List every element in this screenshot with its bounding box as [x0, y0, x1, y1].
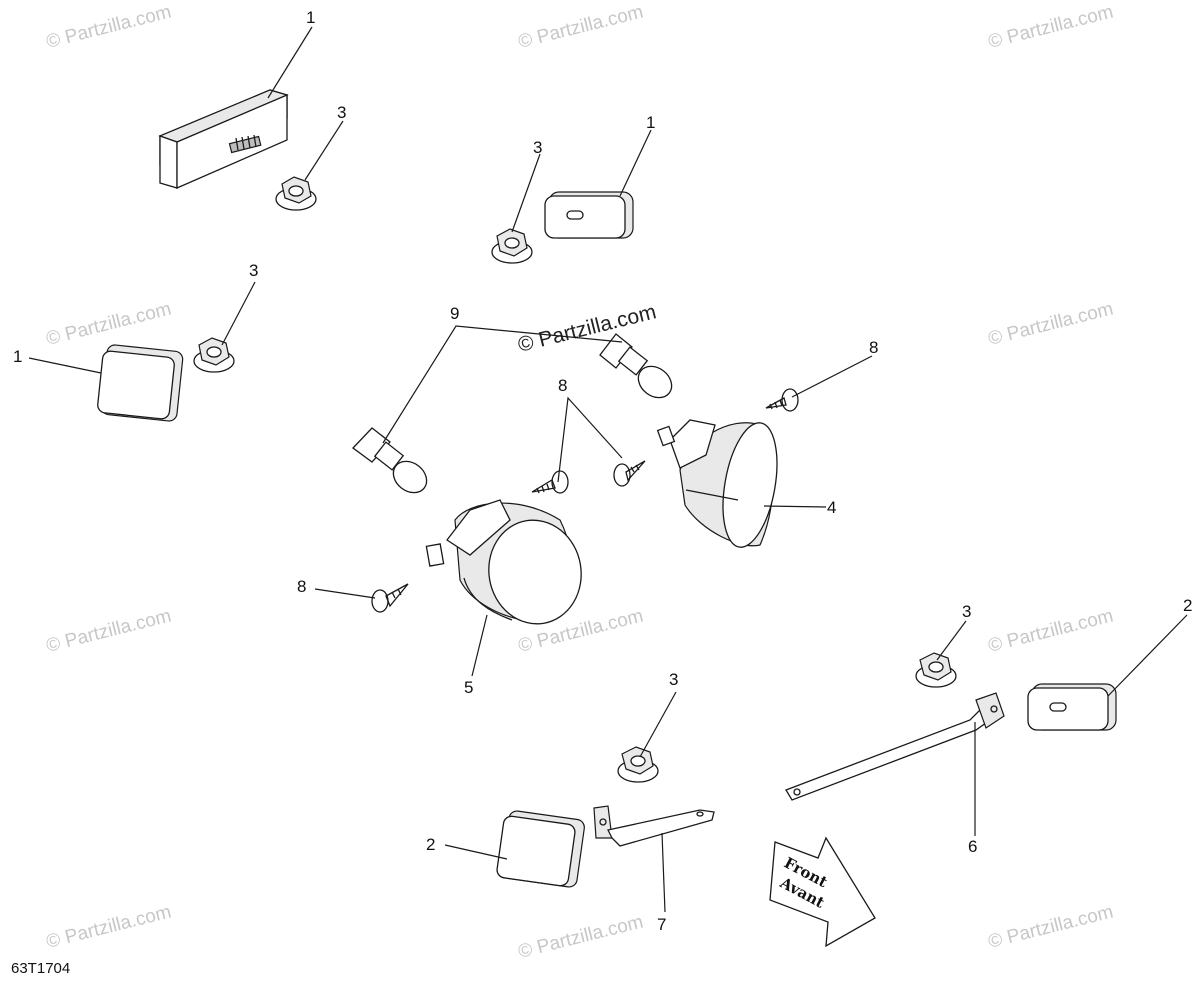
callout-3: 3	[669, 670, 678, 689]
bracket-6	[785, 692, 1005, 801]
flange-nut-5	[617, 746, 659, 783]
callout-9: 9	[450, 304, 459, 323]
callout-4: 4	[827, 498, 836, 517]
watermark: © Partzilla.com	[44, 902, 173, 953]
callout-2: 2	[1183, 596, 1192, 615]
threaded-stud	[228, 134, 262, 154]
callout-5: 5	[464, 678, 473, 697]
watermark: © Partzilla.com	[986, 902, 1115, 953]
reflector-1-center	[544, 191, 634, 239]
reflector-2-right	[1027, 683, 1117, 731]
reflector-1-left	[97, 344, 184, 422]
headlamp-5	[425, 499, 582, 625]
leader-lines	[28, 26, 1188, 913]
screw-8-center-right	[613, 460, 646, 487]
watermark: © Partzilla.com	[44, 2, 173, 53]
callout-numbers: 1 3 1 3 3 1 9 8 8 4 8 5 3 2 3 6 2 7	[13, 8, 1192, 934]
callout-6: 6	[968, 837, 977, 856]
flange-nut-2	[491, 228, 533, 264]
callout-3: 3	[962, 602, 971, 621]
headlamp-4	[656, 419, 778, 548]
callout-7: 7	[657, 915, 666, 934]
flange-nut-4	[915, 652, 957, 688]
watermark-center: © Partzilla.com	[516, 300, 659, 357]
watermark: © Partzilla.com	[986, 2, 1115, 53]
watermark: © Partzilla.com	[44, 606, 173, 657]
callout-2: 2	[426, 835, 435, 854]
watermark: © Partzilla.com	[44, 299, 173, 350]
front-direction-arrow: Front Avant	[769, 836, 876, 948]
flange-nut-1	[275, 176, 317, 211]
screw-8-left	[371, 583, 409, 613]
reflector-2-bottom	[496, 810, 585, 888]
callout-8: 8	[297, 577, 306, 596]
watermark: © Partzilla.com	[986, 606, 1115, 657]
bracket-7	[593, 805, 715, 847]
flange-nut-3	[193, 337, 235, 373]
screw-8-center-left	[531, 470, 569, 494]
bulb-9-left	[352, 427, 428, 494]
screw-8-right	[765, 388, 799, 412]
watermark: © Partzilla.com	[516, 2, 645, 53]
callout-1: 1	[646, 113, 655, 132]
callout-3: 3	[533, 138, 542, 157]
watermark: © Partzilla.com	[986, 299, 1115, 350]
watermark: © Partzilla.com	[516, 912, 645, 963]
callout-3: 3	[249, 261, 258, 280]
callout-8: 8	[869, 338, 878, 357]
callout-1: 1	[306, 8, 315, 27]
callout-8: 8	[558, 376, 567, 395]
callout-1: 1	[13, 347, 22, 366]
callout-3: 3	[337, 103, 346, 122]
bulb-9-right	[599, 333, 673, 399]
document-id: 63T1704	[11, 960, 70, 977]
reflector-plate-1-top	[158, 89, 289, 189]
